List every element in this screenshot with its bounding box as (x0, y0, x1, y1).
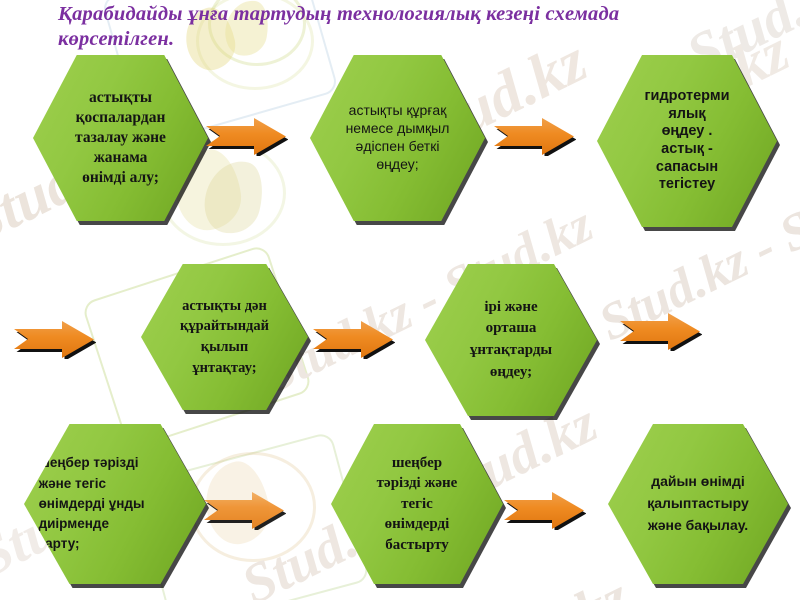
node-line: астық - (661, 141, 713, 157)
node-line: ұнтақтау; (192, 359, 257, 376)
node-8-label: дайын өнімді қалыптастыру және бақылау. (626, 471, 770, 536)
node-line: астықты (89, 89, 152, 107)
node-line: өнімдерді (384, 516, 450, 533)
node-4[interactable]: астықты дән құрайтындай қылып ұнтақтау; (141, 264, 308, 410)
node-line: өңдеу . (661, 123, 713, 140)
node-line: өнімдерді ұнды (38, 495, 145, 511)
arrow-4 (313, 321, 395, 359)
node-5-label: ірі және орташа ұнтақтарды өңдеу; (447, 297, 574, 384)
node-line: немесе дымқыл (345, 120, 450, 137)
node-line: өңдеу; (489, 363, 533, 380)
arrow-5 (620, 313, 702, 351)
node-line: астықты құрғақ (348, 102, 447, 119)
node-6-label: шеңбер тәрізді және тегіс өнімдерді ұнды… (39, 453, 192, 554)
arrow-6 (204, 492, 286, 530)
node-line: ұнтақтарды (469, 342, 553, 358)
arrow-1 (206, 118, 288, 156)
page-title-line-2: көрсетілген. (58, 28, 175, 50)
node-1-label: астықты қоспалардан тазалау және жанама … (56, 88, 186, 187)
node-line: ірі және (484, 298, 538, 315)
node-line: гидротерми (644, 87, 730, 104)
node-line: тәрізді және (376, 475, 458, 492)
node-line: өнімді алу; (82, 168, 159, 186)
node-4-label: астықты дән құрайтындай қылып ұнтақтау; (163, 296, 287, 378)
node-line: және бақылау. (647, 516, 749, 533)
node-line: құрайтындай (179, 318, 269, 335)
node-line: тазалау және (75, 129, 166, 147)
node-3-label: гидротерми ялық өңдеу . астық - сапасын … (620, 88, 753, 194)
node-line: орташа (485, 320, 537, 337)
node-line: қоспалардан (75, 109, 166, 127)
node-line: шеңбер тәрізді (38, 455, 139, 471)
node-line: ялық (668, 105, 706, 122)
node-line: әдіспен беткі (355, 138, 440, 154)
node-7-label: шеңбер тәрізді және тегіс өнімдерді баст… (353, 453, 480, 555)
node-line: қылып (200, 339, 249, 355)
page-title-line-1: Қарабидайды ұнға тартудың технологиялық … (58, 3, 620, 25)
page-title: Қарабидайды ұнға тартудың технологиялық … (58, 2, 758, 52)
node-line: қалыптастыру (647, 495, 749, 512)
node-line: және тегіс (38, 475, 107, 491)
node-line: тегістеу (658, 176, 716, 193)
node-line: өңдеу; (376, 155, 419, 172)
node-line: бастырту (385, 536, 449, 553)
node-line: тегіс (401, 495, 433, 512)
node-line: дайын өнімді (651, 473, 745, 490)
node-line: диірменде (38, 516, 109, 532)
node-line: тарту; (38, 536, 80, 552)
watermark-text: Stud.kz (452, 563, 639, 600)
arrow-3 (14, 321, 96, 359)
node-1[interactable]: астықты қоспалардан тазалау және жанама … (33, 55, 208, 221)
node-line: жанама (93, 148, 148, 166)
node-line: шеңбер (391, 455, 443, 472)
node-line: сапасын (655, 158, 719, 175)
node-line: астықты дән (182, 297, 267, 314)
node-2-label: астықты құрғақ немесе дымқыл әдіспен бет… (326, 102, 470, 174)
arrow-2 (494, 118, 576, 156)
decor-leaf-4 (197, 154, 271, 240)
arrow-7 (504, 492, 586, 530)
